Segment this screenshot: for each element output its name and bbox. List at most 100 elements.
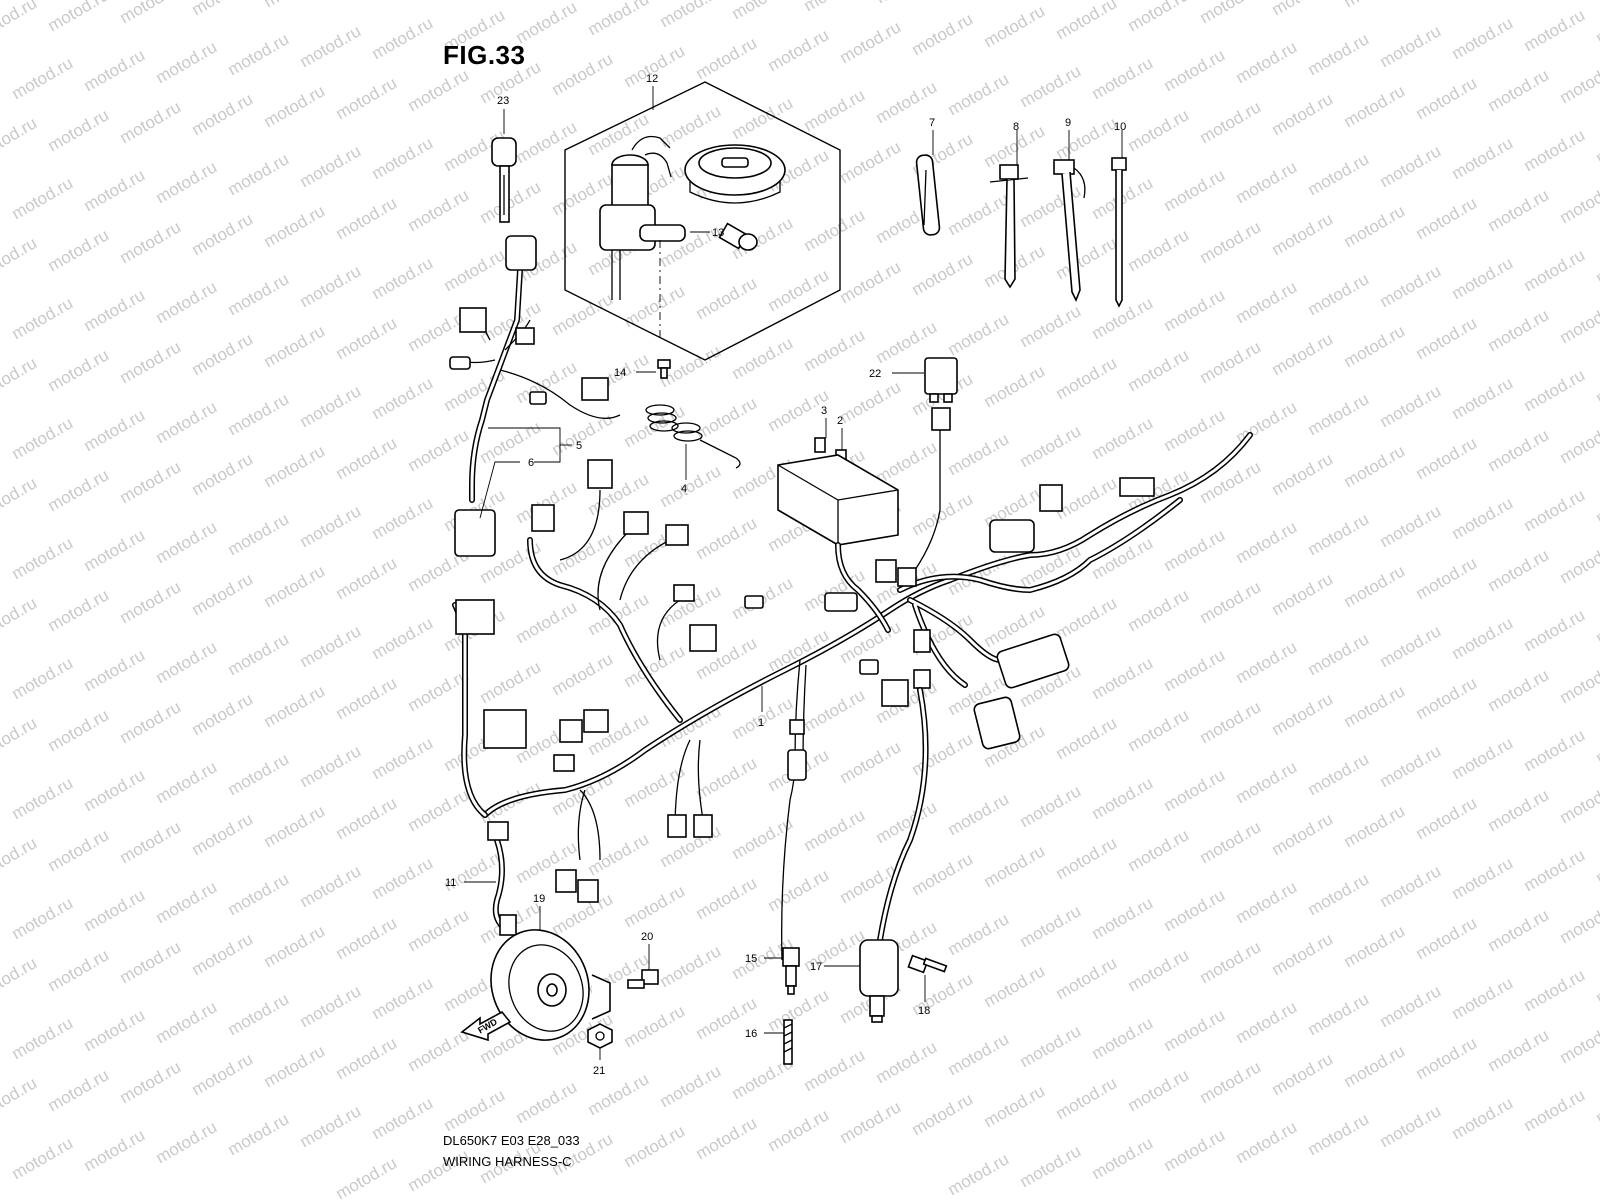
down-coupler-f (559, 719, 583, 743)
upper-coupler-c (623, 511, 649, 535)
sensor-15-coupler-top (789, 719, 805, 735)
harness-branch-right-b-core (908, 598, 1002, 687)
upper-coupler-b (587, 459, 613, 489)
sub-harness-coupler-end (529, 391, 547, 405)
callout-11: 11 (445, 877, 456, 889)
ignition-kit-outline (564, 81, 841, 361)
callout-23: 23 (497, 95, 509, 107)
fwd-direction-arrow: FWD (460, 1010, 512, 1042)
relay-22-part (924, 357, 958, 403)
callout-21: 21 (593, 1065, 605, 1077)
wire-11-coupler-top (487, 821, 509, 841)
callout-9: 9 (1065, 117, 1071, 129)
callout-3: 3 (821, 405, 827, 417)
mid-coupler-c (824, 592, 858, 612)
callout-15: 15 (745, 953, 757, 965)
right-coupler-b (1039, 484, 1063, 512)
harness-branch-down-a (577, 739, 706, 861)
upper-coupler-d (665, 524, 689, 546)
sub-harness-branch (454, 309, 621, 419)
sub-harness-wire (469, 267, 523, 503)
leader-lines (464, 86, 1123, 1060)
callout-17: 17 (810, 961, 822, 973)
harness-branch-upper-left-core (528, 538, 682, 722)
spring-16-part (783, 1019, 793, 1065)
callout-16: 16 (745, 1028, 757, 1040)
callout-1: 1 (758, 717, 764, 729)
callout-10: 10 (1114, 121, 1126, 133)
right-coupler-a (989, 519, 1035, 553)
callout-6: 6 (528, 457, 534, 469)
main-harness-trunk-core (483, 433, 1252, 817)
harness-branch-right-core (898, 498, 1182, 592)
seat-lock-part (718, 222, 758, 251)
callout-4: 4 (681, 483, 687, 495)
relay-lead-coupler (931, 407, 951, 431)
fuel-cap-part (684, 144, 786, 204)
callout-20: 20 (641, 931, 653, 943)
callout-18: 18 (918, 1005, 930, 1017)
sensor-15-lead (781, 659, 807, 961)
down-coupler-h (553, 754, 575, 772)
clamp-9-part (1053, 159, 1086, 302)
upper-coupler-f (689, 624, 717, 652)
callout-12: 12 (646, 73, 658, 85)
figure-title: FIG.33 (443, 40, 526, 70)
sub-harness-coupler-right (581, 377, 609, 401)
switch-17-part (859, 939, 899, 1023)
ignition-key-part (491, 137, 517, 223)
callout-13: 13 (712, 227, 724, 239)
bolt-20-part (627, 969, 659, 989)
sub-harness-coupler-left (459, 307, 487, 333)
left-branch-coupler (455, 599, 495, 635)
fuse-box-feed-core (836, 543, 890, 632)
sub-harness-coupler-bottom (454, 509, 496, 557)
harness-branch-left (452, 602, 488, 818)
clamp-8-part (989, 164, 1029, 289)
harness-branch-upper-left (527, 537, 683, 723)
ecu-coupler-b (973, 696, 1021, 750)
sub-harness-coupler-mid (515, 327, 535, 345)
sensor-15-coupler (787, 749, 807, 781)
harness-branch-relay (914, 410, 941, 571)
callout-8: 8 (1013, 121, 1019, 133)
sub-harness-wire-core (470, 268, 522, 502)
down-coupler-b (693, 814, 713, 838)
diagram-caption: WIRING HARNESS-C (443, 1154, 572, 1169)
mid-coupler-a (875, 559, 897, 583)
screw-14-part (657, 359, 671, 379)
right-coupler-c (1119, 477, 1155, 497)
nut-21-part (587, 1023, 613, 1049)
down-coupler-g (583, 709, 609, 733)
upper-coupler-a (531, 504, 555, 532)
sub-harness-coupler-small (449, 356, 471, 370)
callout-5: 5 (576, 440, 582, 452)
mid-coupler-f (913, 629, 931, 653)
clamp-10-part (1111, 157, 1127, 308)
clamp-7-part (915, 154, 941, 236)
spring-4-part (645, 404, 741, 469)
ecu-coupler-a (996, 633, 1070, 689)
callout-19: 19 (533, 893, 545, 905)
down-coupler-d (577, 879, 599, 903)
switch-17-lead-core (878, 688, 928, 942)
wire-11-coupler-bottom (499, 914, 517, 936)
fuse-box-part (777, 454, 899, 546)
fuse-3-part (814, 437, 826, 453)
mid-coupler-g (881, 679, 909, 707)
callout-2: 2 (837, 415, 843, 427)
upper-coupler-e (673, 584, 695, 602)
sensor-15-part (782, 947, 800, 995)
diagram-code: DL650K7 E03 E28_033 (443, 1133, 580, 1148)
down-coupler-e (483, 709, 527, 749)
harness-branch-upper-mid (559, 489, 681, 661)
mid-coupler-d (744, 595, 764, 609)
callout-labels: 1 2 3 4 5 6 7 8 9 10 11 12 13 14 15 16 1… (445, 73, 1126, 1077)
mid-coupler-b (897, 567, 917, 587)
callout-7: 7 (929, 117, 935, 129)
ignition-switch-part (599, 135, 686, 300)
down-coupler-a (667, 814, 687, 838)
mid-coupler-e (859, 659, 879, 675)
